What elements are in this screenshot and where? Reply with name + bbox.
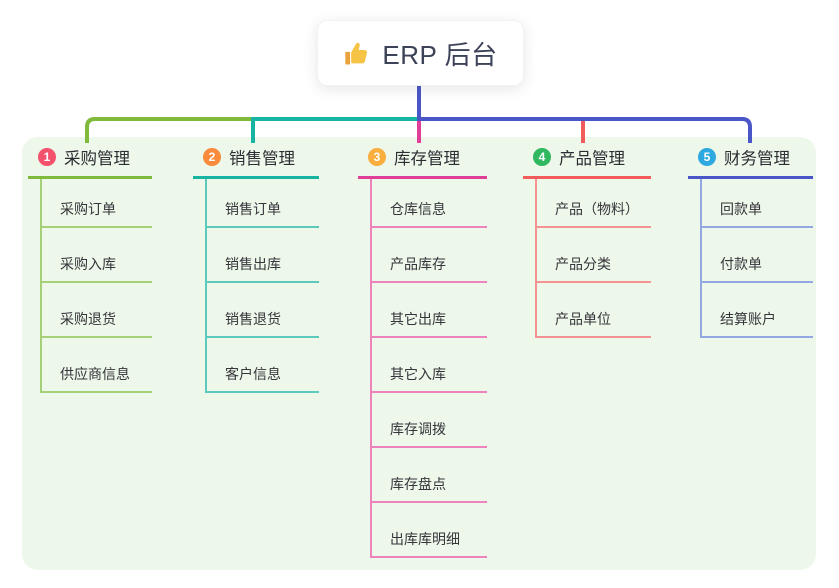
- branch-4-item-3[interactable]: 产品单位: [537, 283, 651, 338]
- branch-4-item-2[interactable]: 产品分类: [537, 228, 651, 283]
- branch-4-items: 产品（物料）产品分类产品单位: [535, 179, 651, 338]
- branch-5: 5 财务管理回款单付款单结算账户: [688, 145, 813, 338]
- branch-3-item-7[interactable]: 出库库明细: [372, 503, 487, 558]
- branch-4-title: 产品管理: [559, 150, 625, 168]
- mindmap-panel: [22, 137, 816, 570]
- branch-1-item-3[interactable]: 采购退货: [42, 283, 152, 338]
- branch-3-item-1[interactable]: 仓库信息: [372, 179, 487, 228]
- branch-3: 3 库存管理仓库信息产品库存其它出库其它入库库存调拨库存盘点出库库明细: [358, 145, 487, 558]
- branch-1-item-4[interactable]: 供应商信息: [42, 338, 152, 393]
- branch-4: 4 产品管理产品（物料）产品分类产品单位: [523, 145, 651, 338]
- branch-2-title: 销售管理: [229, 150, 295, 168]
- branch-2-item-1[interactable]: 销售订单: [207, 179, 319, 228]
- branch-2-number-badge: 2: [203, 148, 221, 166]
- branch-1-number-badge: 1: [38, 148, 56, 166]
- root-node-erp-backend[interactable]: ERP 后台: [317, 20, 524, 86]
- branch-5-number-badge: 5: [698, 148, 716, 166]
- branch-2-items: 销售订单销售出库销售退货客户信息: [205, 179, 319, 393]
- branch-1-title: 采购管理: [64, 150, 130, 168]
- branch-1-item-2[interactable]: 采购入库: [42, 228, 152, 283]
- branch-3-item-3[interactable]: 其它出库: [372, 283, 487, 338]
- branch-1: 1 采购管理采购订单采购入库采购退货供应商信息: [28, 145, 152, 393]
- branch-3-header[interactable]: 3 库存管理: [358, 145, 487, 179]
- branch-5-header[interactable]: 5 财务管理: [688, 145, 813, 179]
- branch-4-header[interactable]: 4 产品管理: [523, 145, 651, 179]
- branch-4-number-badge: 4: [533, 148, 551, 166]
- branch-2-header[interactable]: 2 销售管理: [193, 145, 319, 179]
- thumbs-up-icon: [345, 42, 368, 65]
- branch-3-items: 仓库信息产品库存其它出库其它入库库存调拨库存盘点出库库明细: [370, 179, 487, 558]
- branch-2-item-2[interactable]: 销售出库: [207, 228, 319, 283]
- branch-5-title: 财务管理: [724, 150, 790, 168]
- branch-3-title: 库存管理: [394, 150, 460, 168]
- branch-5-item-1[interactable]: 回款单: [702, 179, 813, 228]
- branch-5-item-3[interactable]: 结算账户: [702, 283, 813, 338]
- branch-3-item-4[interactable]: 其它入库: [372, 338, 487, 393]
- branch-3-item-6[interactable]: 库存盘点: [372, 448, 487, 503]
- branch-5-items: 回款单付款单结算账户: [700, 179, 813, 338]
- branch-4-item-1[interactable]: 产品（物料）: [537, 179, 651, 228]
- branch-2: 2 销售管理销售订单销售出库销售退货客户信息: [193, 145, 319, 393]
- branch-3-item-5[interactable]: 库存调拨: [372, 393, 487, 448]
- branch-1-header[interactable]: 1 采购管理: [28, 145, 152, 179]
- branch-2-item-3[interactable]: 销售退货: [207, 283, 319, 338]
- branch-2-item-4[interactable]: 客户信息: [207, 338, 319, 393]
- branch-1-items: 采购订单采购入库采购退货供应商信息: [40, 179, 152, 393]
- branch-3-item-2[interactable]: 产品库存: [372, 228, 487, 283]
- branch-5-item-2[interactable]: 付款单: [702, 228, 813, 283]
- branch-3-number-badge: 3: [368, 148, 386, 166]
- branch-1-item-1[interactable]: 采购订单: [42, 179, 152, 228]
- root-node-label: ERP 后台: [382, 39, 498, 70]
